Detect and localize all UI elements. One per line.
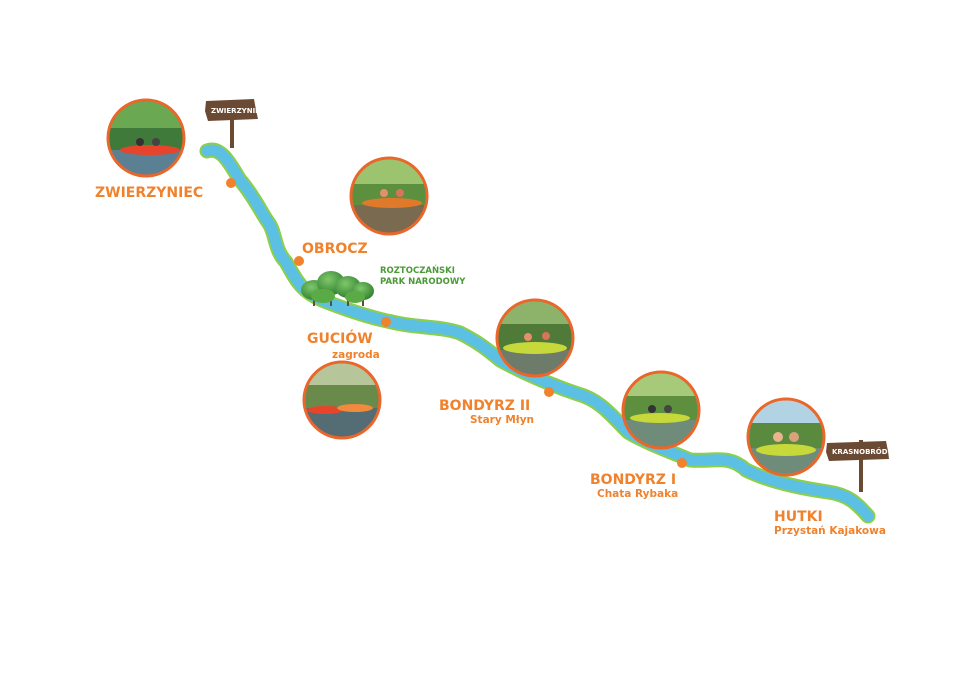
photo-circle-2 xyxy=(349,156,429,236)
sign-end-text: KRASNOBRÓD xyxy=(832,447,888,456)
photo-circle-6 xyxy=(746,397,826,477)
sign-start-text: ZWIERZYNIEC xyxy=(211,107,265,115)
photo-circle-1 xyxy=(106,98,186,178)
photo-circle-3 xyxy=(302,360,382,440)
stop-marker-guciow xyxy=(381,317,391,327)
park-label-line2: PARK NARODOWY xyxy=(380,277,466,287)
river-path xyxy=(199,142,876,524)
stop-marker-bondyrz2 xyxy=(544,387,554,397)
stop-sub-bondyrz1: Chata Rybaka xyxy=(597,488,678,500)
stop-marker-zwierzyniec xyxy=(226,178,236,188)
photo-circle-5 xyxy=(621,370,701,450)
signpost-end-icon: KRASNOBRÓD xyxy=(826,440,889,492)
park-trees-icon xyxy=(301,271,374,306)
park-label-line1: ROZTOCZAŃSKI xyxy=(380,264,455,276)
stop-sub-hutki: Przystań Kajakowa xyxy=(774,525,886,537)
stop-marker-bondyrz1 xyxy=(677,458,687,468)
stop-label-obrocz: OBROCZ xyxy=(302,241,368,257)
stop-sub-guciow: zagroda xyxy=(332,349,380,361)
signpost-start-icon: ZWIERZYNIEC xyxy=(205,99,265,148)
stop-label-guciow: GUCIÓW xyxy=(307,329,373,347)
stop-sub-bondyrz2: Stary Młyn xyxy=(470,414,534,426)
stop-label-zwierzyniec: ZWIERZYNIEC xyxy=(95,185,203,201)
stop-label-bondyrz1: BONDYRZ I xyxy=(590,472,676,488)
stop-marker-obrocz xyxy=(294,256,304,266)
stop-label-hutki: HUTKI xyxy=(774,509,823,525)
stop-label-bondyrz2: BONDYRZ II xyxy=(439,398,530,414)
